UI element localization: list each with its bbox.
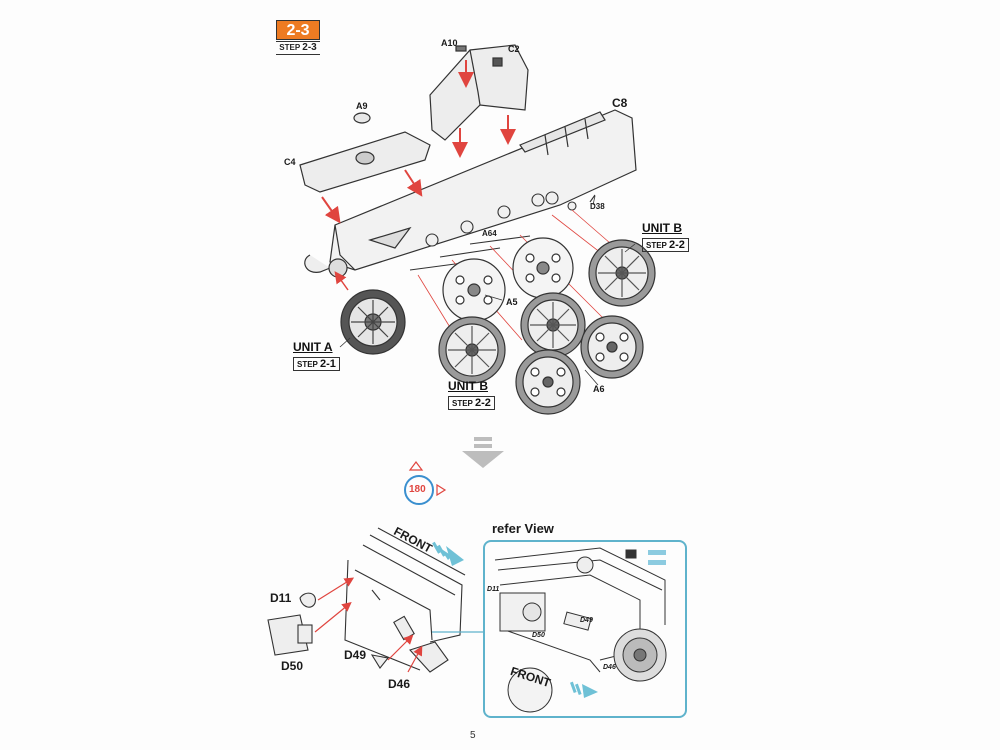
label-d38: D38 <box>590 202 605 211</box>
label-c4: C4 <box>284 157 296 167</box>
page-number: 5 <box>470 730 476 741</box>
wheel-unit-b-right <box>588 239 656 307</box>
step-subtitle: STEP 2-3 <box>276 41 320 55</box>
unit-a-callout: UNIT A STEP 2-1 <box>293 340 340 372</box>
wheel-a6-mid <box>520 292 586 358</box>
unit-b-bottom-step: STEP 2-2 <box>448 396 495 410</box>
wheel-unit-b-left <box>438 316 506 384</box>
assembly-arrows <box>321 60 516 224</box>
unit-a-step: STEP 2-1 <box>293 357 340 371</box>
unit-b-right-title: UNIT B <box>642 221 682 235</box>
road-wheels <box>340 237 656 415</box>
refer-view-drawing <box>494 547 667 713</box>
label-a9: A9 <box>356 101 368 111</box>
sprocket-arrow <box>334 271 349 291</box>
wheel-a5-upper <box>442 258 506 322</box>
label-a64: A64 <box>482 229 497 238</box>
label-c2: C2 <box>508 44 520 54</box>
wheel-a6-bottom <box>515 349 581 415</box>
suspension-arms <box>409 191 596 271</box>
sprocket-unit-a <box>340 289 406 355</box>
front-arrow <box>432 541 464 566</box>
label-c8: C8 <box>612 96 628 110</box>
unit-b-bottom-title: UNIT B <box>448 379 488 393</box>
refer-view-box <box>483 540 687 718</box>
refer-view-title: refer View <box>492 521 554 536</box>
rotate-180-label: 180 <box>409 484 426 495</box>
step-badge: 2-3 STEP 2-3 <box>276 20 320 55</box>
bottom-assembly <box>267 527 466 673</box>
label-a6: A6 <box>593 384 605 394</box>
wheel-a6-right <box>580 315 644 379</box>
label-d50: D50 <box>281 659 304 673</box>
rotate-180-icon <box>404 461 447 505</box>
refer-label-d49: D49 <box>580 617 593 624</box>
down-arrow <box>462 437 504 468</box>
unit-b-right-step: STEP 2-2 <box>642 238 689 252</box>
bottom-red-guides <box>314 577 423 673</box>
refer-front-arrow <box>570 681 598 698</box>
unit-b-right-callout: UNIT B STEP 2-2 <box>642 221 689 253</box>
label-d46: D46 <box>388 677 411 691</box>
step-number: 2-3 <box>276 20 320 40</box>
part-c2 <box>429 44 529 141</box>
wheel-a5-upper2 <box>512 237 574 299</box>
refer-label-d46: D46 <box>603 664 616 671</box>
unit-a-title: UNIT A <box>293 340 333 354</box>
label-d11: D11 <box>270 591 292 605</box>
label-a5: A5 <box>506 297 518 307</box>
label-d49: D49 <box>344 648 367 662</box>
refer-label-d50: D50 <box>532 632 545 639</box>
label-a10: A10 <box>441 38 458 48</box>
refer-label-d11: D11 <box>487 586 500 593</box>
part-c4 <box>299 112 431 193</box>
unit-b-bottom-callout: UNIT B STEP 2-2 <box>448 379 495 411</box>
leader-lines <box>339 195 636 386</box>
